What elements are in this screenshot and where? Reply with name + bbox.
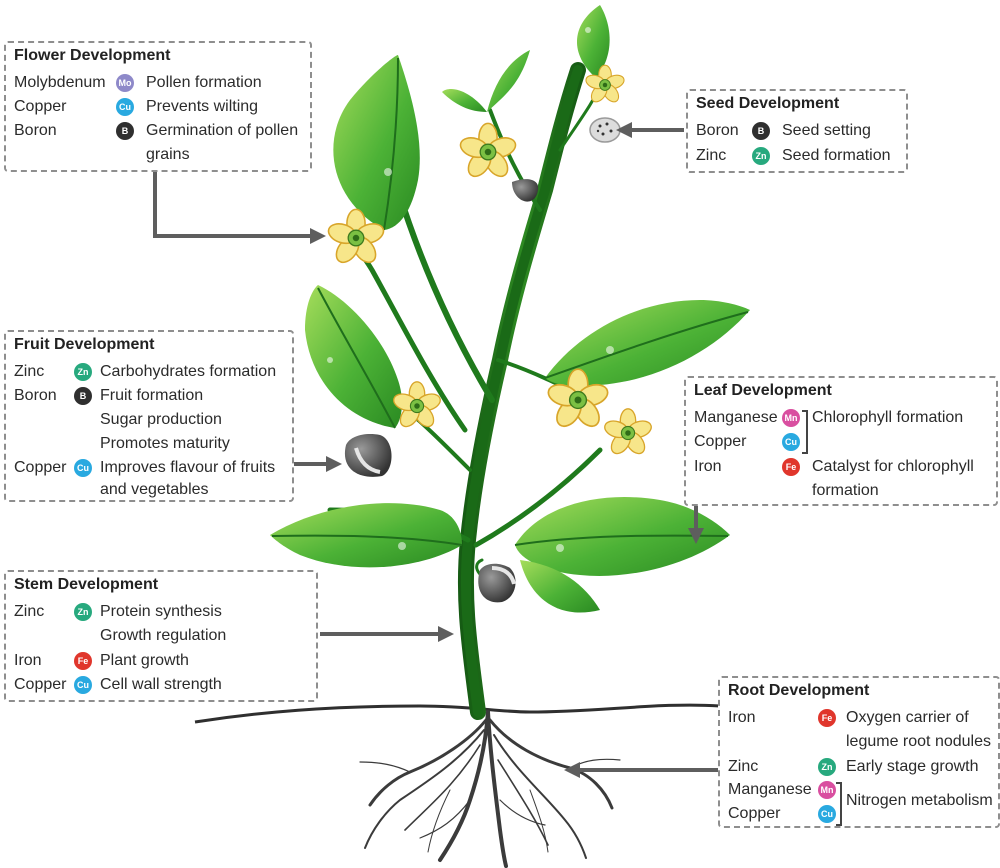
nutrient-function: Protein synthesis: [100, 603, 222, 620]
element-name: Zinc: [728, 758, 759, 775]
nutrient-function-cont: and vegetables: [100, 481, 209, 498]
box-title: Leaf Development: [694, 382, 832, 399]
nutrient-function: Cell wall strength: [100, 676, 222, 693]
nutrient-function: Prevents wilting: [146, 98, 259, 115]
element-name: Boron: [14, 387, 57, 404]
element-name: Zinc: [696, 147, 727, 164]
stem-development-box: Stem Development Zinc Zn Protein synthes…: [4, 570, 318, 702]
element-name: Copper: [728, 805, 781, 822]
nutrient-function: Oxygen carrier of: [846, 709, 969, 726]
iron-badge: Fe: [782, 458, 800, 476]
element-name: Copper: [14, 98, 67, 115]
zinc-badge: Zn: [752, 147, 770, 165]
group-bracket: [836, 782, 842, 826]
nutrient-function: Seed setting: [782, 122, 871, 139]
nutrient-function: Seed formation: [782, 147, 891, 164]
box-title: Root Development: [728, 682, 870, 699]
element-name: Copper: [14, 676, 67, 693]
element-name: Copper: [14, 459, 67, 476]
element-name: Manganese: [728, 781, 812, 798]
nutrient-function: Catalyst for chlorophyll: [812, 458, 974, 475]
nutrient-function: Early stage growth: [846, 758, 979, 775]
element-name: Iron: [728, 709, 756, 726]
copper-badge: Cu: [818, 805, 836, 823]
group-bracket: [802, 410, 808, 454]
nutrient-function: Pollen formation: [146, 74, 262, 91]
copper-badge: Cu: [116, 98, 134, 116]
nutrient-function: Germination of pollen: [146, 122, 299, 139]
element-name: Iron: [694, 458, 722, 475]
zinc-badge: Zn: [74, 363, 92, 381]
nutrient-function: Growth regulation: [100, 627, 227, 644]
nutrient-function: Chlorophyll formation: [812, 409, 964, 426]
nutrient-function: Carbohydrates formation: [100, 363, 277, 380]
iron-badge: Fe: [74, 652, 92, 670]
box-title: Flower Development: [14, 47, 171, 64]
boron-badge: B: [74, 387, 92, 405]
nutrient-function: Nitrogen metabolism: [846, 792, 993, 809]
fruit-development-box: Fruit Development Zinc Zn Carbohydrates …: [4, 330, 294, 502]
element-name: Molybdenum: [14, 74, 106, 91]
element-name: Copper: [694, 433, 747, 450]
element-name: Zinc: [14, 603, 45, 620]
nutrient-function: Plant growth: [100, 652, 189, 669]
iron-badge: Fe: [818, 709, 836, 727]
boron-badge: B: [752, 122, 770, 140]
element-name: Boron: [14, 122, 57, 139]
flower-development-box: Flower Development Molybdenum Mo Pollen …: [4, 41, 312, 172]
leaf-development-box: Leaf Development Manganese Mn Copper Cu …: [684, 376, 998, 506]
root-development-box: Root Development Iron Fe Oxygen carrier …: [718, 676, 1000, 828]
element-name: Boron: [696, 122, 739, 139]
manganese-badge: Mn: [782, 409, 800, 427]
element-name: Iron: [14, 652, 42, 669]
copper-badge: Cu: [74, 459, 92, 477]
nutrient-function: Sugar production: [100, 411, 222, 428]
copper-badge: Cu: [74, 676, 92, 694]
element-name: Zinc: [14, 363, 45, 380]
copper-badge: Cu: [782, 433, 800, 451]
manganese-badge: Mn: [818, 781, 836, 799]
element-name: Manganese: [694, 409, 778, 426]
box-title: Stem Development: [14, 576, 159, 593]
zinc-badge: Zn: [74, 603, 92, 621]
nutrient-function: Promotes maturity: [100, 435, 230, 452]
seed-development-box: Seed Development Boron B Seed setting Zi…: [686, 89, 908, 173]
box-title: Fruit Development: [14, 336, 155, 353]
zinc-badge: Zn: [818, 758, 836, 776]
nutrient-function: Improves flavour of fruits: [100, 459, 276, 476]
nutrient-function-cont: grains: [146, 146, 190, 163]
molybdenum-badge: Mo: [116, 74, 134, 92]
nutrient-function-cont: legume root nodules: [846, 733, 991, 750]
nutrient-function-cont: formation: [812, 482, 879, 499]
boron-badge: B: [116, 122, 134, 140]
nutrient-function: Fruit formation: [100, 387, 204, 404]
box-title: Seed Development: [696, 95, 840, 112]
